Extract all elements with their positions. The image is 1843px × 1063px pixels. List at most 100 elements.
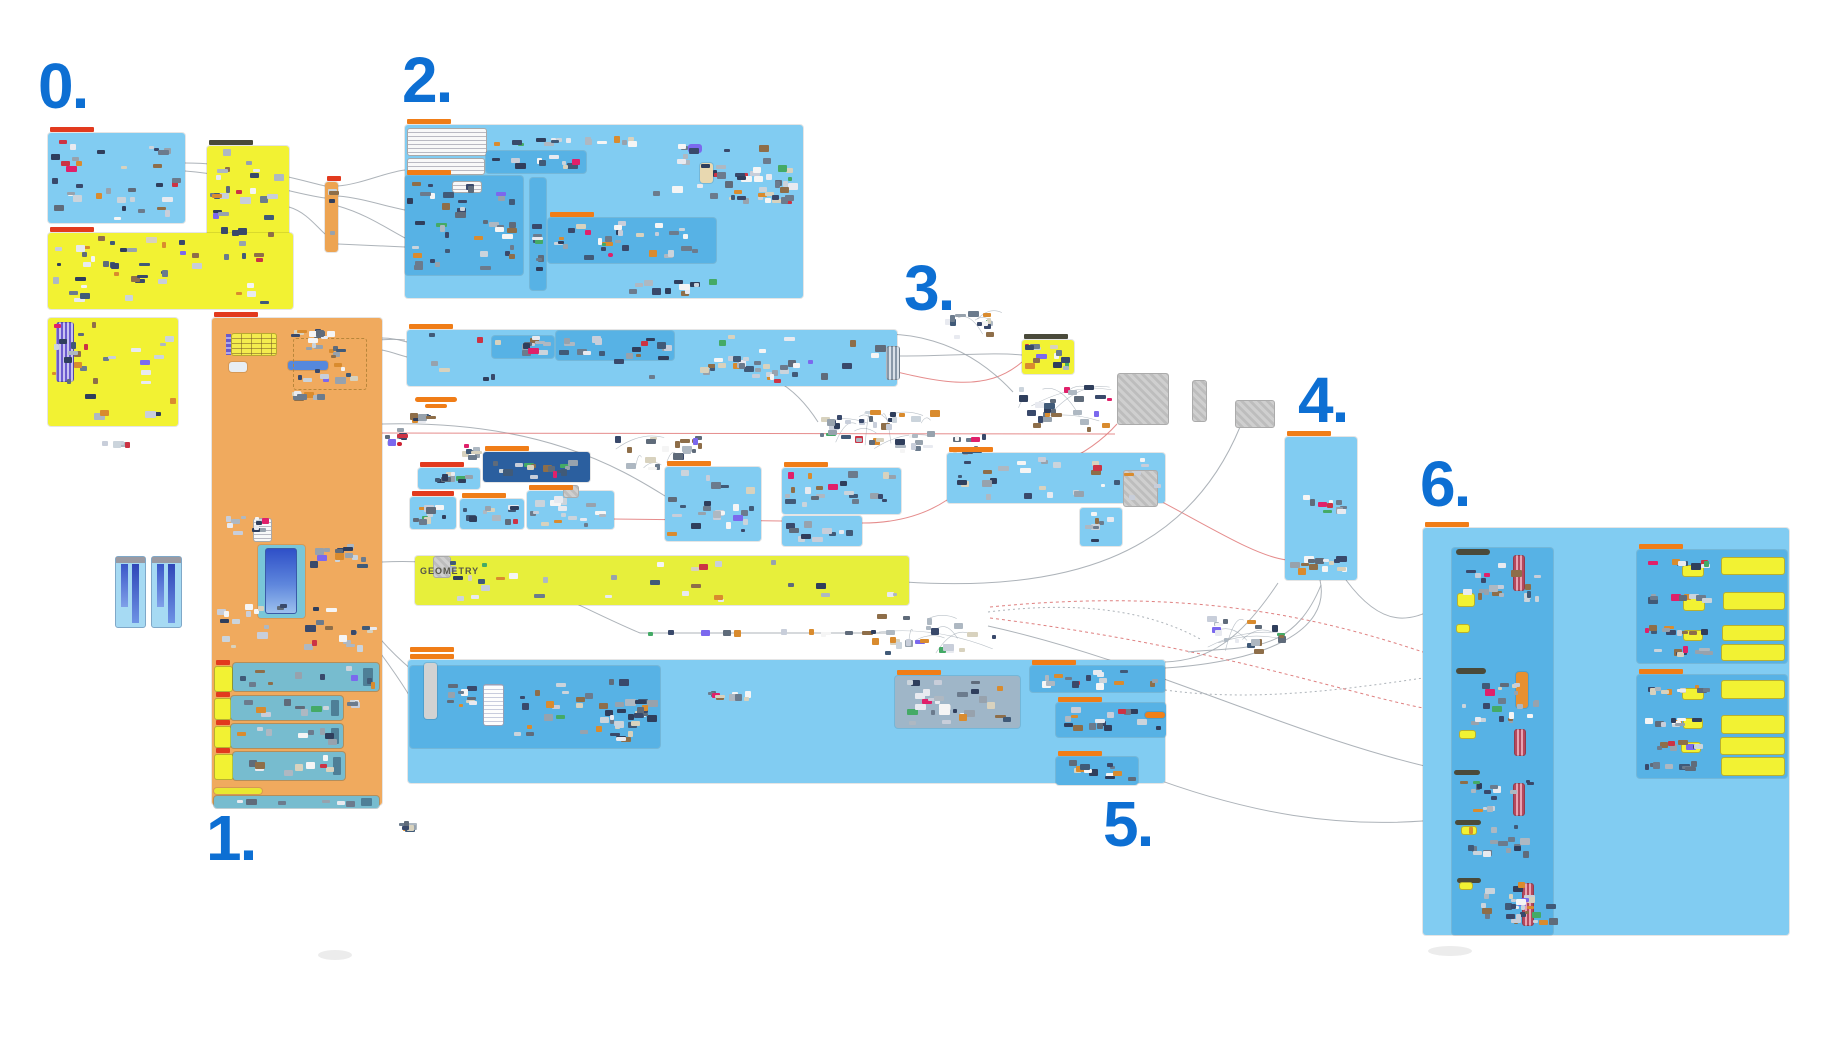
component-node[interactable] bbox=[780, 197, 789, 204]
component-node[interactable] bbox=[718, 339, 727, 347]
component-node[interactable] bbox=[889, 411, 897, 417]
component-node[interactable] bbox=[224, 254, 230, 260]
component-node[interactable] bbox=[563, 337, 570, 345]
component-node[interactable] bbox=[502, 468, 514, 476]
component-node[interactable] bbox=[1505, 913, 1516, 920]
component-node[interactable] bbox=[320, 763, 328, 768]
component-node[interactable] bbox=[74, 362, 83, 369]
component-node[interactable] bbox=[1073, 409, 1082, 415]
component-node[interactable] bbox=[788, 472, 795, 479]
component-node[interactable] bbox=[211, 193, 223, 198]
component-node[interactable] bbox=[1090, 469, 1101, 476]
component-node[interactable] bbox=[1235, 639, 1240, 644]
component-node[interactable] bbox=[652, 288, 661, 296]
component-node[interactable] bbox=[744, 691, 751, 699]
component-node[interactable] bbox=[1308, 564, 1318, 570]
component-node[interactable] bbox=[1674, 722, 1686, 726]
component-node[interactable] bbox=[634, 699, 646, 705]
component-node[interactable] bbox=[720, 484, 730, 489]
component-node[interactable] bbox=[534, 500, 546, 507]
component-node[interactable] bbox=[870, 353, 879, 359]
component-node[interactable] bbox=[745, 487, 755, 494]
component-node[interactable] bbox=[121, 165, 128, 170]
component-node[interactable] bbox=[1648, 560, 1658, 566]
component-node[interactable] bbox=[758, 145, 770, 152]
component-node[interactable] bbox=[301, 708, 308, 716]
component-node[interactable] bbox=[556, 137, 563, 142]
component-node[interactable] bbox=[646, 338, 655, 342]
component-node[interactable] bbox=[981, 433, 987, 440]
component-node[interactable] bbox=[268, 232, 274, 237]
component-node[interactable] bbox=[533, 233, 542, 238]
component-node[interactable] bbox=[780, 186, 789, 193]
component-node[interactable] bbox=[290, 333, 301, 338]
component-node[interactable] bbox=[1052, 462, 1061, 469]
component-node[interactable] bbox=[733, 355, 742, 363]
component-node[interactable] bbox=[996, 685, 1003, 692]
component-node[interactable] bbox=[1079, 418, 1089, 426]
component-node[interactable] bbox=[1507, 718, 1513, 722]
component-node[interactable] bbox=[83, 245, 90, 250]
component-node[interactable] bbox=[833, 423, 840, 429]
component-node[interactable] bbox=[79, 293, 91, 299]
component-node[interactable] bbox=[982, 480, 992, 487]
component-node[interactable] bbox=[636, 354, 642, 358]
component-node[interactable] bbox=[468, 515, 477, 523]
component-node[interactable] bbox=[455, 211, 467, 218]
ybig-rt4[interactable] bbox=[1721, 644, 1785, 661]
component-node[interactable] bbox=[840, 481, 847, 487]
component-node[interactable] bbox=[584, 138, 593, 146]
component-node[interactable] bbox=[764, 191, 775, 196]
component-node[interactable] bbox=[514, 732, 522, 737]
component-node[interactable] bbox=[510, 505, 519, 510]
component-node[interactable] bbox=[1033, 357, 1041, 364]
component-node[interactable] bbox=[935, 697, 941, 705]
component-node[interactable] bbox=[551, 140, 560, 144]
component-node[interactable] bbox=[641, 340, 648, 347]
component-node[interactable] bbox=[942, 719, 952, 725]
slider-bar[interactable] bbox=[121, 564, 129, 608]
component-node[interactable] bbox=[54, 247, 62, 251]
component-node[interactable] bbox=[1054, 674, 1063, 678]
component-node[interactable] bbox=[928, 698, 937, 702]
component-node[interactable] bbox=[885, 651, 891, 655]
component-node[interactable] bbox=[656, 562, 664, 567]
component-node[interactable] bbox=[158, 279, 167, 284]
component-node[interactable] bbox=[140, 360, 151, 365]
component-node[interactable] bbox=[1092, 464, 1103, 471]
component-node[interactable] bbox=[622, 244, 629, 252]
component-node[interactable] bbox=[645, 439, 656, 444]
component-node[interactable] bbox=[1652, 762, 1661, 769]
component-node[interactable] bbox=[1336, 509, 1347, 514]
component-node[interactable] bbox=[609, 715, 614, 720]
component-node[interactable] bbox=[121, 206, 127, 211]
component-node[interactable] bbox=[1522, 851, 1530, 859]
component-node[interactable] bbox=[749, 171, 761, 176]
component-node[interactable] bbox=[413, 252, 423, 258]
component-node[interactable] bbox=[628, 730, 634, 737]
component-node[interactable] bbox=[943, 644, 955, 652]
component-node[interactable] bbox=[600, 246, 606, 251]
component-node[interactable] bbox=[852, 498, 859, 505]
component-node[interactable] bbox=[447, 699, 455, 704]
orange-block-6[interactable] bbox=[1516, 672, 1528, 708]
stack-3-right[interactable] bbox=[886, 346, 900, 380]
component-node[interactable] bbox=[441, 514, 447, 520]
component-node[interactable] bbox=[413, 265, 424, 271]
component-node[interactable] bbox=[113, 271, 120, 276]
component-node[interactable] bbox=[490, 374, 496, 380]
component-node[interactable] bbox=[1676, 630, 1682, 636]
component-node[interactable] bbox=[1327, 502, 1333, 509]
component-node[interactable] bbox=[1467, 845, 1474, 851]
component-node[interactable] bbox=[724, 181, 733, 188]
component-node[interactable] bbox=[128, 188, 136, 192]
component-node[interactable] bbox=[709, 279, 718, 285]
component-node[interactable] bbox=[1084, 385, 1094, 390]
component-node[interactable] bbox=[772, 194, 779, 200]
component-node[interactable] bbox=[952, 709, 958, 713]
component-node[interactable] bbox=[1676, 689, 1687, 693]
component-node[interactable] bbox=[1520, 905, 1526, 910]
slider-bar[interactable] bbox=[131, 564, 139, 623]
component-node[interactable] bbox=[314, 548, 325, 555]
component-node[interactable] bbox=[793, 363, 801, 369]
